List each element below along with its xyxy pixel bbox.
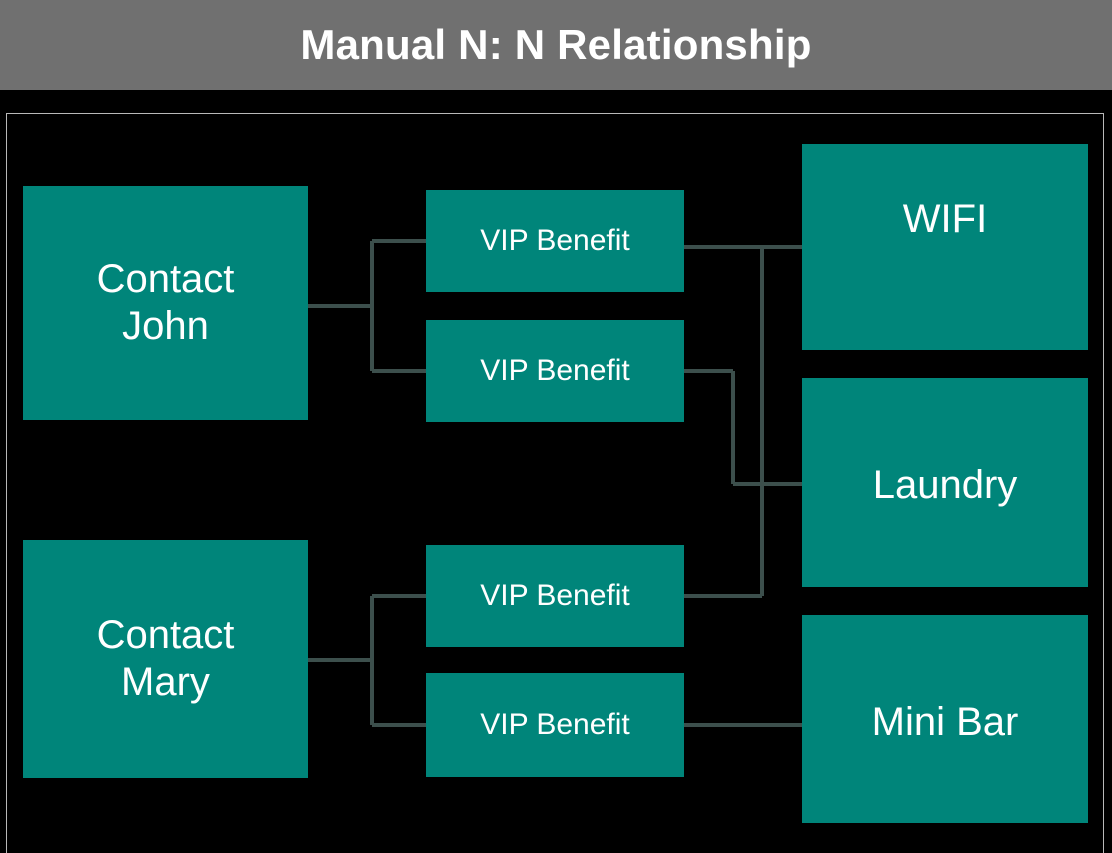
node-label: Contact John	[96, 256, 235, 348]
node-vip-benefit-1[interactable]: VIP Benefit	[426, 190, 684, 292]
node-label: Mini Bar	[871, 700, 1019, 744]
node-service-mini-bar[interactable]: Mini Bar	[802, 615, 1088, 823]
node-label: Laundry	[872, 463, 1018, 507]
title-bar: Manual N: N Relationship	[0, 0, 1112, 90]
node-vip-benefit-4[interactable]: VIP Benefit	[426, 673, 684, 777]
node-contact-mary[interactable]: Contact Mary	[23, 540, 308, 778]
node-label: VIP Benefit	[480, 354, 630, 388]
node-vip-benefit-3[interactable]: VIP Benefit	[426, 545, 684, 647]
panel-right-edge	[1106, 90, 1112, 853]
node-service-laundry[interactable]: Laundry	[802, 378, 1088, 587]
node-label: VIP Benefit	[480, 579, 630, 613]
node-label: WIFI	[902, 197, 988, 241]
node-label: Contact Mary	[96, 612, 235, 704]
node-contact-john[interactable]: Contact John	[23, 186, 308, 420]
node-label: VIP Benefit	[480, 708, 630, 742]
node-service-wifi[interactable]: WIFI	[802, 144, 1088, 350]
page-title: Manual N: N Relationship	[300, 21, 812, 68]
node-vip-benefit-2[interactable]: VIP Benefit	[426, 320, 684, 422]
node-label: VIP Benefit	[480, 224, 630, 258]
